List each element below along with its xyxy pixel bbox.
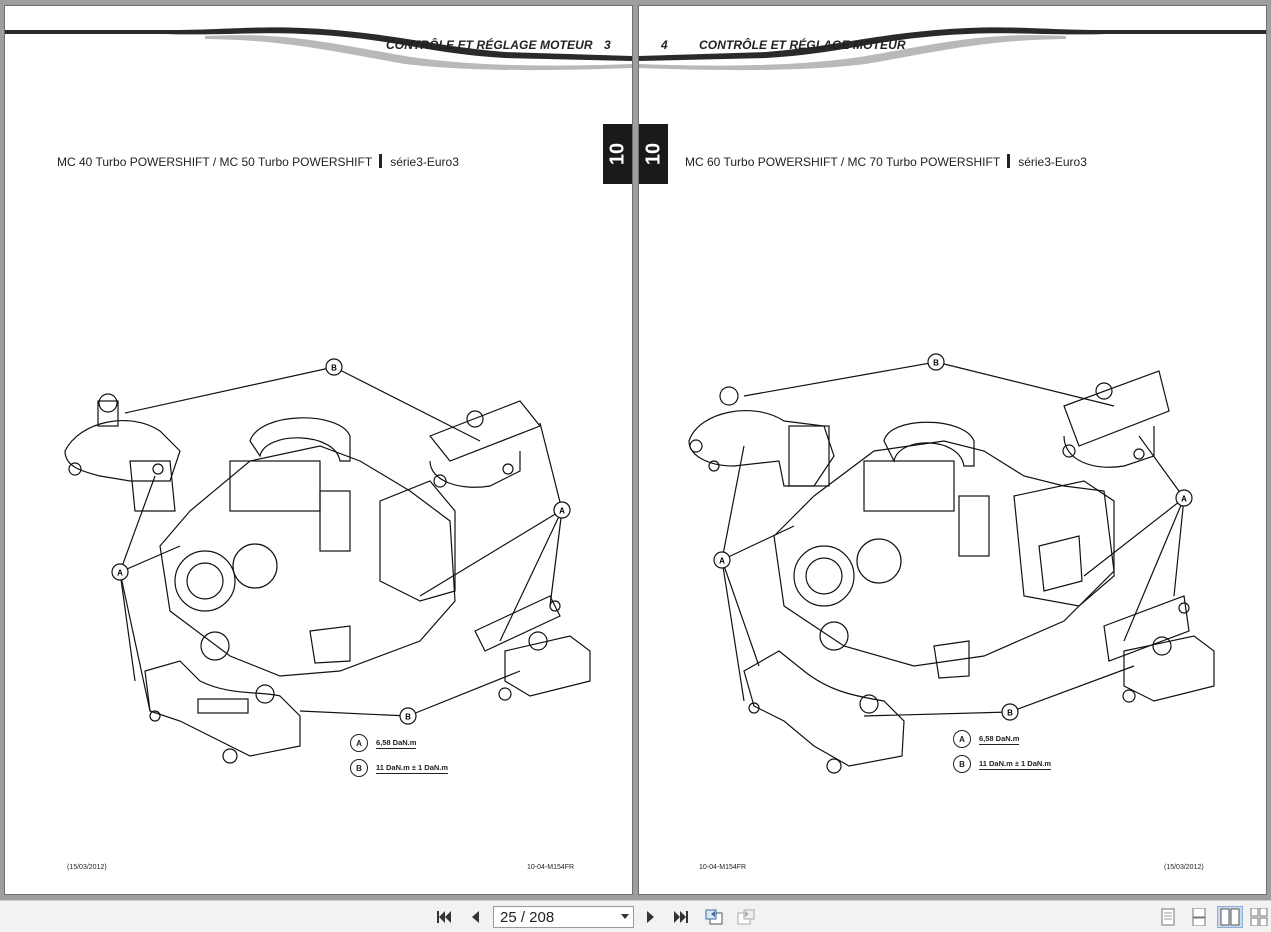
section-tab: 10 bbox=[639, 124, 668, 184]
legend-row-a: A 6,58 DaN.m bbox=[350, 734, 417, 752]
svg-text:B: B bbox=[1007, 709, 1013, 718]
callout-b-bottom: B bbox=[1001, 703, 1019, 721]
series-text: série3-Euro3 bbox=[390, 155, 459, 169]
go-back-view-icon[interactable] bbox=[704, 907, 724, 927]
legend-key: A bbox=[953, 730, 971, 748]
last-page-icon[interactable] bbox=[671, 907, 691, 927]
svg-text:B: B bbox=[405, 713, 411, 722]
svg-text:B: B bbox=[331, 364, 337, 373]
legend-key: B bbox=[953, 755, 971, 773]
viewer-toolbar: 25 / 208 bbox=[0, 900, 1271, 932]
page-indicator[interactable]: 25 / 208 bbox=[493, 906, 634, 928]
header-title: CONTRÔLE ET RÉGLAGE MOTEUR bbox=[386, 38, 593, 52]
svg-text:A: A bbox=[117, 569, 123, 578]
chevron-down-icon[interactable] bbox=[617, 914, 633, 920]
callout-b-bottom: B bbox=[399, 707, 417, 725]
svg-text:B: B bbox=[933, 359, 939, 368]
header-swoosh bbox=[639, 27, 1266, 71]
header-swoosh bbox=[5, 27, 632, 71]
single-page-view-icon[interactable] bbox=[1155, 906, 1181, 928]
page-number: 3 bbox=[604, 38, 611, 52]
model-line: MC 60 Turbo POWERSHIFT / MC 70 Turbo POW… bbox=[685, 154, 1087, 169]
engine-mount-diagram: A A B B bbox=[688, 353, 1215, 774]
page-indicator-text: 25 / 208 bbox=[500, 908, 555, 926]
legend-key: A bbox=[350, 734, 368, 752]
footer-reference: 10-04-M154FR bbox=[527, 864, 575, 871]
legend-row-a: A 6,58 DaN.m bbox=[953, 730, 1020, 748]
footer-date: (15/03/2012) bbox=[1164, 864, 1204, 871]
first-page-icon[interactable] bbox=[434, 907, 454, 927]
callout-a-right: A bbox=[553, 501, 571, 519]
legend-value: 6,58 DaN.m bbox=[376, 737, 417, 749]
separator-bar bbox=[1007, 154, 1011, 168]
callout-a-right: A bbox=[1175, 489, 1193, 507]
header-title: CONTRÔLE ET RÉGLAGE MOTEUR bbox=[699, 38, 906, 52]
right-page: 4 CONTRÔLE ET RÉGLAGE MOTEUR 10 MC 60 Tu… bbox=[639, 6, 1266, 894]
legend-value: 11 DaN.m ± 1 DaN.m bbox=[376, 762, 449, 774]
two-page-view-icon[interactable] bbox=[1217, 906, 1243, 928]
svg-text:A: A bbox=[719, 557, 725, 566]
legend-value: 11 DaN.m ± 1 DaN.m bbox=[979, 758, 1052, 770]
section-tab-label: 10 bbox=[642, 142, 664, 166]
footer-date: (15/03/2012) bbox=[67, 864, 107, 871]
svg-text:A: A bbox=[1181, 495, 1187, 504]
model-line: MC 40 Turbo POWERSHIFT / MC 50 Turbo POW… bbox=[57, 154, 459, 169]
legend-key: B bbox=[350, 759, 368, 777]
callout-a-left: A bbox=[111, 563, 129, 581]
legend-value: 6,58 DaN.m bbox=[979, 733, 1020, 745]
model-text: MC 60 Turbo POWERSHIFT / MC 70 Turbo POW… bbox=[685, 155, 1001, 169]
series-text: série3-Euro3 bbox=[1018, 155, 1087, 169]
document-viewer[interactable]: CONTRÔLE ET RÉGLAGE MOTEUR 3 10 MC 40 Tu… bbox=[0, 0, 1271, 900]
legend-row-b: B 11 DaN.m ± 1 DaN.m bbox=[953, 755, 1052, 773]
footer-reference: 10-04-M154FR bbox=[699, 864, 747, 871]
continuous-view-icon[interactable] bbox=[1186, 906, 1212, 928]
section-tab: 10 bbox=[603, 124, 632, 184]
next-page-icon[interactable] bbox=[641, 907, 661, 927]
callout-b-top: B bbox=[927, 353, 945, 371]
separator-bar bbox=[379, 154, 383, 168]
section-tab-label: 10 bbox=[606, 142, 628, 166]
go-forward-view-icon[interactable] bbox=[736, 907, 756, 927]
previous-page-icon[interactable] bbox=[465, 907, 485, 927]
engine-mount-diagram: A A B B bbox=[64, 358, 591, 764]
two-page-continuous-view-icon[interactable] bbox=[1248, 906, 1270, 928]
model-text: MC 40 Turbo POWERSHIFT / MC 50 Turbo POW… bbox=[57, 155, 373, 169]
svg-text:A: A bbox=[559, 507, 565, 516]
callout-b-top: B bbox=[325, 358, 343, 376]
callout-a-left: A bbox=[713, 551, 731, 569]
legend-row-b: B 11 DaN.m ± 1 DaN.m bbox=[350, 759, 449, 777]
page-number: 4 bbox=[661, 38, 668, 52]
left-page: CONTRÔLE ET RÉGLAGE MOTEUR 3 10 MC 40 Tu… bbox=[5, 6, 632, 894]
